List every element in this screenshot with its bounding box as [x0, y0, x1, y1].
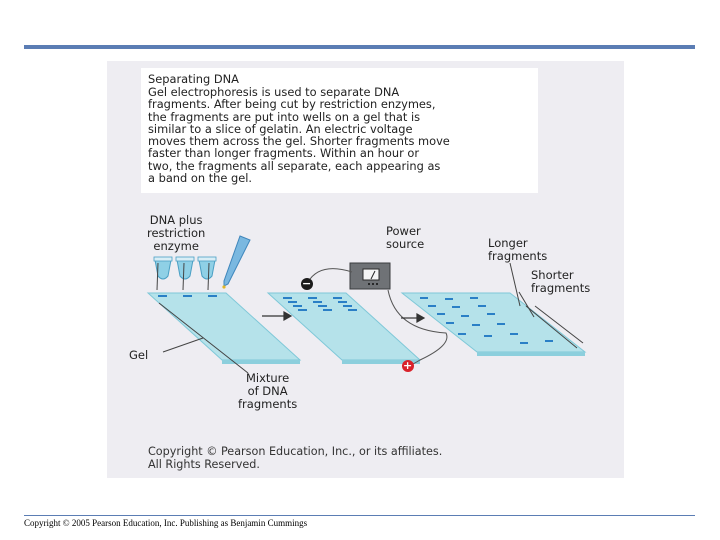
positive-terminal [402, 360, 414, 372]
label-mixture-of-dna: Mixture of DNA fragments [238, 371, 298, 411]
gel-slab-3 [400, 292, 587, 356]
test-tubes [153, 256, 217, 280]
figure-title: Separating DNA [148, 72, 239, 86]
negative-symbol: − [302, 277, 312, 290]
label-longer-fragments: Longer fragments [488, 236, 548, 263]
pipette-icon [222, 235, 251, 289]
label-gel: Gel [129, 348, 149, 362]
gel-slab-2 [266, 292, 422, 364]
label-dna-plus-enzyme: DNA plus restriction enzyme [147, 213, 206, 253]
gel-slab-1 [146, 292, 302, 364]
positive-symbol: + [403, 359, 413, 372]
bottom-rule [24, 515, 695, 516]
slide-footer: Copyright © 2005 Pearson Education, Inc.… [24, 518, 308, 528]
power-source-icon [349, 262, 391, 290]
figure-copyright: Copyright © Pearson Education, Inc., or … [148, 445, 443, 471]
negative-terminal [301, 278, 313, 290]
label-power-source: Power source [386, 224, 425, 251]
top-rule [24, 45, 695, 49]
figure-body-text: Gel electrophoresis is used to separate … [148, 85, 450, 186]
label-shorter-fragments: Shorter fragments [531, 268, 591, 295]
caption-box [141, 68, 538, 193]
